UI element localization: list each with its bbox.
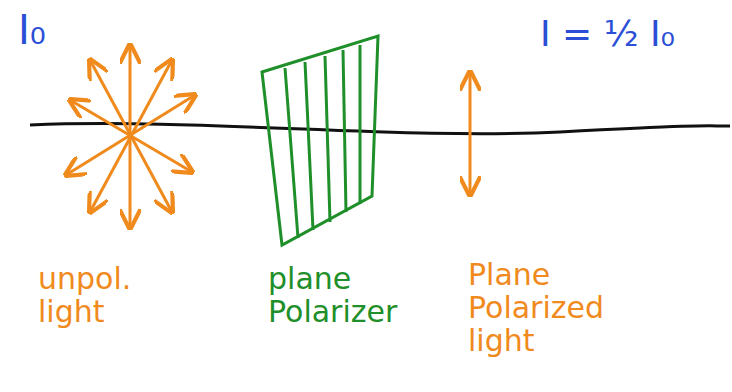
intensity-label: I₀ [18, 8, 46, 52]
intensity-label: I = ½ I₀ [540, 14, 675, 54]
polarizer-sheet [262, 36, 378, 245]
light-label: Plane Polarized light [468, 258, 604, 357]
polarizer-label: plane Polarizer [268, 262, 397, 328]
unpolarized-arrows [66, 45, 195, 228]
light-label: unpol. light [38, 262, 131, 328]
polarized-arrow [469, 72, 472, 195]
